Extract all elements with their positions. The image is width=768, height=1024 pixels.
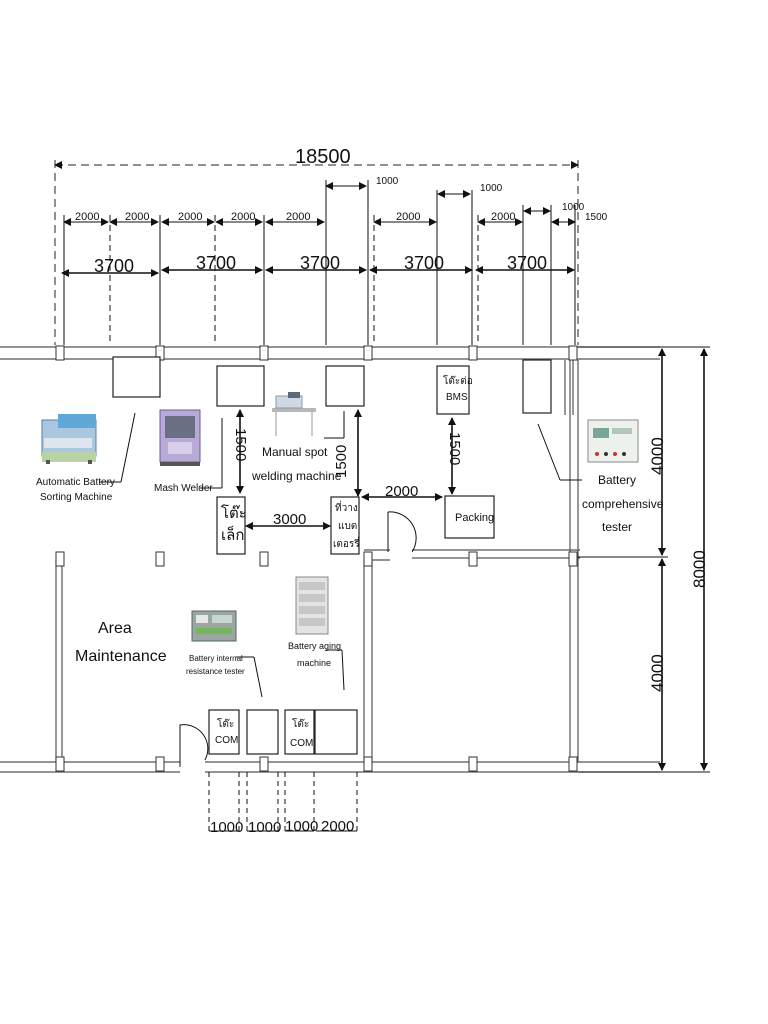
battery-shelf-label-1: ที่วาง <box>335 500 358 514</box>
overall-width-dimension: 18500 <box>54 146 579 345</box>
lower-depth-label: 4000 <box>648 654 667 692</box>
dim-2000-2: 2000 <box>125 211 149 223</box>
leader-lines <box>99 411 582 698</box>
bay-3-label: 3700 <box>300 253 340 273</box>
bay-dimension-row: 3700 3700 3700 3700 3700 <box>61 253 575 277</box>
sorting-machine-label-1: Automatic Battery <box>36 477 115 488</box>
battery-shelf <box>330 496 360 555</box>
upper-depth-label: 4000 <box>648 437 667 475</box>
battery-shelf-label-3: เตอรรี่ <box>333 536 360 550</box>
resistance-tester-label-1: Battery internal <box>189 654 243 663</box>
resistance-tester-icon <box>191 610 237 642</box>
packing-station <box>444 495 495 539</box>
gap-2000: 2000 <box>385 483 418 500</box>
tester-label-3: tester <box>602 520 632 534</box>
small-table-label-2: เล็ก <box>221 525 244 544</box>
spot-welder-footprint <box>325 365 365 407</box>
battery-shelf-label-2: แบต <box>338 521 357 532</box>
sorting-machine-label-2: Sorting Machine <box>40 492 113 503</box>
aging-cabinet-icon <box>295 576 329 635</box>
resistance-tester-label-2: resistance tester <box>186 667 245 676</box>
sorting-machine-icon <box>41 414 97 464</box>
aisle-dimensions: 1500 1500 1500 3000 2000 <box>232 409 463 530</box>
aging-machine-label-2: machine <box>297 658 331 668</box>
maintenance-area-label-2: Maintenance <box>75 648 167 665</box>
dim-2000-7: 2000 <box>491 211 515 223</box>
door-swing-interior <box>387 511 417 553</box>
structural-columns <box>55 345 578 772</box>
com-table-a <box>208 709 240 755</box>
dim-2000-1: 2000 <box>75 211 99 223</box>
dim-1000-2: 1000 <box>480 183 503 194</box>
mash-welder-label: Mash Welder <box>154 483 213 494</box>
depth-dimensions: 4000 4000 8000 <box>578 346 710 773</box>
bay-5-label: 3700 <box>507 253 547 273</box>
small-table <box>216 496 246 555</box>
com-table-b-label-2: COM <box>290 738 313 749</box>
battery-tester-icon <box>587 419 639 463</box>
aging-machine-label-1: Battery aging <box>288 641 341 651</box>
bms-table <box>436 365 470 415</box>
building-walls <box>0 346 660 773</box>
dim-2000-5: 2000 <box>286 211 310 223</box>
gap-1500-a: 1500 <box>232 428 249 461</box>
top-dimension-row: 2000 2000 2000 2000 2000 2000 2000 1000 … <box>63 176 608 226</box>
small-table-label-1: โต๊ะ <box>221 504 247 522</box>
sorting-machine-footprint <box>112 356 161 398</box>
gap-1500-c: 1500 <box>446 432 463 465</box>
overall-width-label: 18500 <box>295 146 351 168</box>
workstation-table-d <box>314 709 358 755</box>
dim-2000-3: 2000 <box>178 211 202 223</box>
dim-1000-1: 1000 <box>376 176 399 187</box>
extension-lines <box>63 180 576 345</box>
door-swing-bottom <box>179 724 209 767</box>
bottom-dimension-row: 1000 1000 1000 2000 <box>208 772 358 836</box>
bms-table-label-1: โต๊ะต่อ <box>443 374 473 387</box>
packing-label: Packing <box>455 512 494 524</box>
bay-1-label: 3700 <box>94 256 134 276</box>
bay-2-label: 3700 <box>196 253 236 273</box>
workstation-table-b <box>246 709 279 755</box>
bay-4-label: 3700 <box>404 253 444 273</box>
dim-2000-6: 2000 <box>396 211 420 223</box>
spot-welder-label-2: welding machine <box>251 469 342 483</box>
mash-welder-icon <box>159 409 201 466</box>
tester-label-1: Battery <box>598 473 636 487</box>
bottom-dim-4: 2000 <box>321 818 354 835</box>
gap-3000: 3000 <box>273 511 306 528</box>
bottom-dim-1: 1000 <box>210 819 243 836</box>
dim-2000-4: 2000 <box>231 211 255 223</box>
dim-1500-top: 1500 <box>585 212 608 223</box>
com-table-a-label-1: โต๊ะ <box>217 717 234 730</box>
tester-label-2: comprehensive <box>582 497 664 511</box>
bottom-dim-3: 1000 <box>285 818 318 835</box>
spot-welder-label-1: Manual spot <box>262 445 328 459</box>
overall-depth-label: 8000 <box>690 550 709 588</box>
tester-footprint <box>522 359 552 414</box>
com-table-b-label-1: โต๊ะ <box>292 717 309 730</box>
com-table-a-label-2: COM <box>215 735 238 746</box>
bottom-dim-2: 1000 <box>248 819 281 836</box>
mash-welder-footprint <box>216 365 265 407</box>
com-table-b <box>284 709 315 755</box>
maintenance-area-label-1: Area <box>98 620 132 637</box>
bms-table-label-2: BMS <box>446 392 468 403</box>
gap-1500-b: 1500 <box>333 445 350 478</box>
dim-1000-3: 1000 <box>562 202 585 213</box>
spot-welder-icon <box>272 392 316 436</box>
